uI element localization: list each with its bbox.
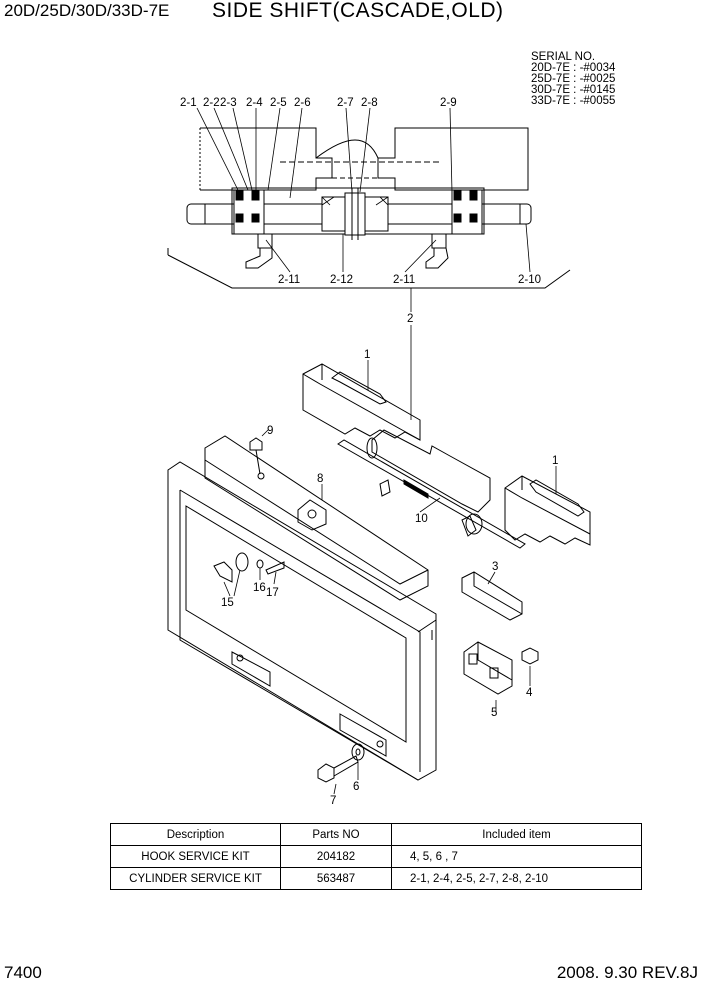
callout-10: 10 xyxy=(415,513,428,525)
callout-2-11: 2-11 xyxy=(278,274,300,286)
column-header: Description xyxy=(110,823,281,846)
washer-16 xyxy=(256,559,264,569)
cylinder-section-view xyxy=(167,127,571,289)
lower-hook xyxy=(463,641,513,695)
column-header: Parts NO xyxy=(280,823,392,846)
kit-description: CYLINDER SERVICE KIT xyxy=(110,867,281,890)
table-header-row: Description Parts NO Included item xyxy=(110,823,642,846)
serial-row: 30D-7E : -#0145 xyxy=(531,84,616,96)
callout-2-5: 2-5 xyxy=(270,97,287,109)
serial-row: 25D-7E : -#0025 xyxy=(531,73,616,85)
callout-17: 17 xyxy=(266,587,279,599)
revision-date: 2008. 9.30 REV.8J xyxy=(556,963,698,982)
callout-2-2: 2-2 xyxy=(203,97,220,109)
callout-7: 7 xyxy=(330,795,336,807)
callout-1: 1 xyxy=(364,349,370,361)
callout-2-8: 2-8 xyxy=(361,97,378,109)
kit-description: HOOK SERVICE KIT xyxy=(110,845,281,868)
callout-2-11: 2-11 xyxy=(393,274,415,286)
column-header: Included item xyxy=(391,823,642,846)
slide-pad xyxy=(461,571,523,621)
callout-2-1: 2-1 xyxy=(180,97,197,109)
hook-bolt xyxy=(317,755,359,783)
page-title: SIDE SHIFT(CASCADE,OLD) xyxy=(212,0,504,22)
callout-leaders-top xyxy=(196,107,531,273)
hook-nut xyxy=(521,647,539,665)
serial-row: 20D-7E : -#0034 xyxy=(531,62,616,74)
side-shift-plate xyxy=(204,435,429,601)
hook-washer xyxy=(351,743,365,761)
callout-8: 8 xyxy=(317,473,323,485)
callout-1: 1 xyxy=(552,455,558,467)
table-row: CYLINDER SERVICE KIT 563487 2-1, 2-4, 2-… xyxy=(110,867,642,890)
callout-3: 3 xyxy=(492,561,498,573)
upper-slide-pad-right xyxy=(504,475,591,546)
carriage-frame xyxy=(167,461,437,781)
kit-part-number: 563487 xyxy=(280,867,392,890)
serial-heading: SERIAL NO. xyxy=(531,51,596,63)
callout-2-6: 2-6 xyxy=(294,97,311,109)
model-header: 20D/25D/30D/33D-7E xyxy=(4,1,170,20)
serial-row: 33D-7E : -#0055 xyxy=(531,95,616,107)
bolt-17 xyxy=(265,561,285,575)
callout-2-7: 2-7 xyxy=(337,97,354,109)
page-number: 7400 xyxy=(4,963,42,982)
kit-part-number: 204182 xyxy=(280,845,392,868)
callout-2-4: 2-4 xyxy=(246,97,263,109)
callout-9: 9 xyxy=(267,425,273,437)
callout-16: 16 xyxy=(253,582,266,594)
kit-included-items: 2-1, 2-4, 2-5, 2-7, 2-8, 2-10 xyxy=(391,867,642,890)
callout-2: 2 xyxy=(407,313,413,325)
callout-2-3: 2-3 xyxy=(220,97,237,109)
callout-15: 15 xyxy=(221,597,234,609)
kit-included-items: 4, 5, 6 , 7 xyxy=(391,845,642,868)
upper-slide-pad-left xyxy=(302,363,421,441)
callout-4: 4 xyxy=(526,687,533,699)
callout-6: 6 xyxy=(353,781,359,793)
grease-fitting xyxy=(249,437,265,480)
mounting-bracket xyxy=(213,552,249,583)
callout-2-10: 2-10 xyxy=(518,274,541,286)
side-shift-cylinder xyxy=(337,429,526,549)
callout-2-12: 2-12 xyxy=(330,274,353,286)
serial-number-block: SERIAL NO. 20D-7E : -#0034 25D-7E : -#00… xyxy=(531,51,616,107)
callout-2-9: 2-9 xyxy=(440,97,457,109)
service-kit-table: Description Parts NO Included item HOOK … xyxy=(110,823,642,890)
table-row: HOOK SERVICE KIT 204182 4, 5, 6 , 7 xyxy=(110,845,642,868)
callout-5: 5 xyxy=(491,707,497,719)
